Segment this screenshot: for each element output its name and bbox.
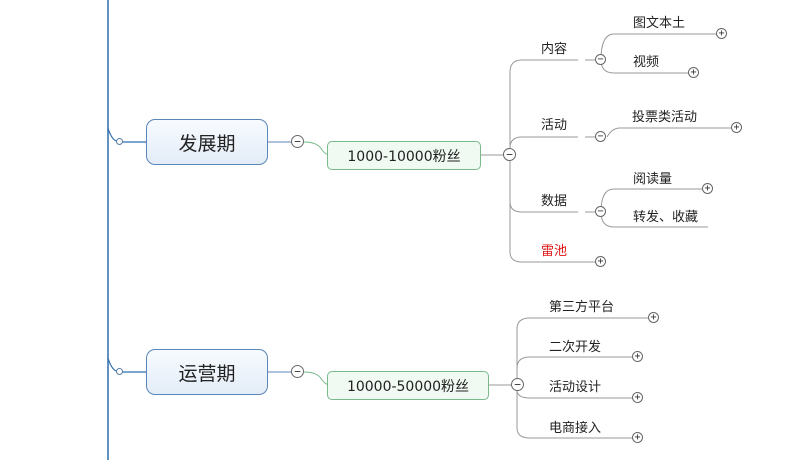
- fans-node-operation[interactable]: 10000-50000粉丝: [327, 371, 489, 400]
- branch-label-activity-design[interactable]: 活动设计: [549, 380, 602, 395]
- leaf-label-graphic-text[interactable]: 图文本土: [633, 16, 686, 31]
- phase-node-operation[interactable]: 运营期: [146, 349, 268, 395]
- spine-branch-operation: [107, 357, 146, 373]
- collapse-icon[interactable]: −: [291, 365, 304, 378]
- leaf-label-read-count[interactable]: 阅读量: [633, 172, 673, 187]
- expand-icon[interactable]: +: [632, 432, 643, 443]
- expand-icon[interactable]: +: [632, 392, 643, 403]
- collapse-icon[interactable]: −: [595, 206, 606, 217]
- branch-label-ecommerce[interactable]: 电商接入: [549, 421, 602, 436]
- expand-icon[interactable]: +: [716, 28, 727, 39]
- leaf-label-voting-activity[interactable]: 投票类活动: [632, 110, 698, 125]
- leaf-label-video[interactable]: 视频: [633, 55, 660, 70]
- collapse-icon[interactable]: −: [511, 378, 524, 391]
- branch-label-data[interactable]: 数据: [541, 194, 568, 209]
- expand-icon[interactable]: +: [648, 312, 659, 323]
- spine-hub-development: [116, 138, 123, 145]
- phase-node-development[interactable]: 发展期: [146, 119, 268, 165]
- collapse-icon[interactable]: −: [291, 135, 304, 148]
- expand-icon[interactable]: +: [731, 122, 742, 133]
- branch-label-content[interactable]: 内容: [541, 42, 568, 57]
- branch-label-minefield[interactable]: 雷池: [541, 244, 568, 259]
- fans-node-development[interactable]: 1000-10000粉丝: [327, 141, 481, 170]
- leaf-label-share-favorite[interactable]: 转发、收藏: [633, 210, 699, 225]
- spine-hub-operation: [116, 368, 123, 375]
- collapse-icon[interactable]: −: [503, 148, 516, 161]
- branch-label-third-party[interactable]: 第三方平台: [549, 300, 615, 315]
- expand-icon[interactable]: +: [688, 67, 699, 78]
- branches-operation: [516, 317, 648, 439]
- collapse-icon[interactable]: −: [595, 54, 606, 65]
- spine-branch-development: [107, 127, 146, 143]
- expand-icon[interactable]: +: [595, 256, 606, 267]
- expand-icon[interactable]: +: [632, 351, 643, 362]
- branch-label-secondary-dev[interactable]: 二次开发: [549, 340, 602, 355]
- expand-icon[interactable]: +: [702, 183, 713, 194]
- branch-label-activity[interactable]: 活动: [541, 118, 568, 133]
- collapse-icon[interactable]: −: [595, 131, 606, 142]
